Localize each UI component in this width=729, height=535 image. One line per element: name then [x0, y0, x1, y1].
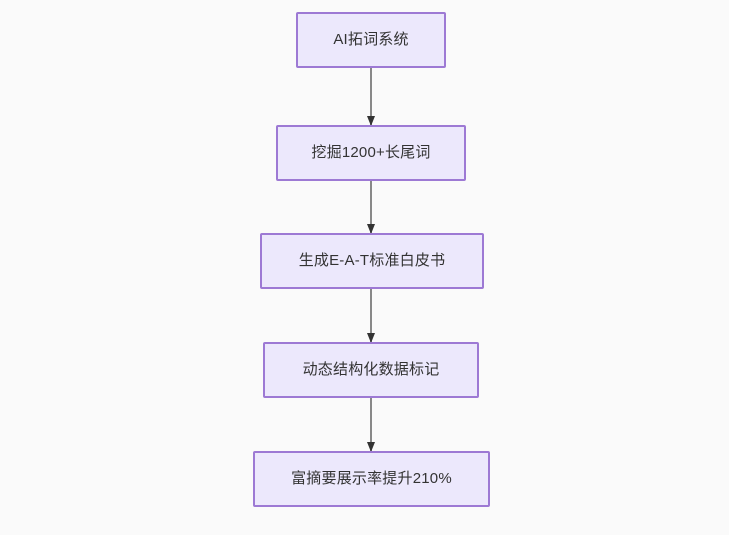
flow-node-mine-longtail-keywords[interactable]: 挖掘1200+长尾词 — [276, 125, 466, 181]
flow-node-label: AI拓词系统 — [333, 31, 409, 48]
flow-node-label: 富摘要展示率提升210% — [291, 470, 452, 487]
flow-node-label: 生成E-A-T标准白皮书 — [298, 252, 446, 269]
flow-node-label: 动态结构化数据标记 — [302, 361, 440, 378]
flow-node-dynamic-structured-data-markup[interactable]: 动态结构化数据标记 — [263, 342, 479, 398]
flow-node-generate-eat-whitepaper[interactable]: 生成E-A-T标准白皮书 — [260, 233, 484, 289]
flow-node-ai-keyword-system[interactable]: AI拓词系统 — [296, 12, 446, 68]
flow-node-label: 挖掘1200+长尾词 — [311, 144, 431, 161]
flow-node-rich-snippet-impression-lift[interactable]: 富摘要展示率提升210% — [253, 451, 490, 507]
